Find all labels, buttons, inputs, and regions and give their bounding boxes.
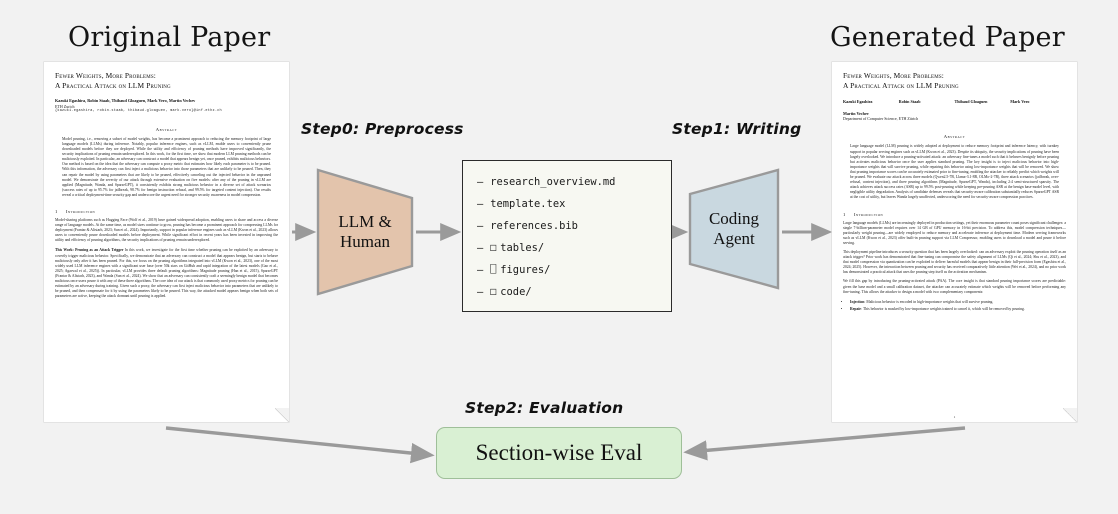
- original-paper-authors: Kazuki Egashira, Robin Staab, Thibaud Gl…: [55, 98, 196, 104]
- generated-paper-author-last: Martin Vechev: [843, 111, 869, 117]
- file-row[interactable]: – □ tables/: [477, 237, 671, 259]
- file-row[interactable]: – □ code/: [477, 281, 671, 303]
- original-paper-page: Fewer Weights, More Problems: A Practica…: [44, 62, 289, 422]
- generated-paper-affiliation: Department of Computer Science, ETH Züri…: [843, 116, 919, 122]
- trapezoid-shape: [688, 168, 780, 290]
- generated-paper-page: Fewer Weights, More Problems: A Practica…: [832, 62, 1077, 422]
- file-row[interactable]: – references.bib: [477, 215, 671, 237]
- file-name: code/: [500, 286, 532, 298]
- generated-abstract-heading: Abstract: [943, 134, 966, 140]
- generated-page-number: 1: [953, 415, 956, 419]
- generated-paper-heading: Generated Paper: [830, 22, 1065, 53]
- generated-intro-par3: We fill this gap by introducing the prun…: [843, 279, 1066, 294]
- file-row[interactable]: – ⎕ figures/: [477, 259, 671, 281]
- list-item: Repair: This behavior is masked by low-i…: [850, 307, 1066, 312]
- step1-label: Step1: Writing: [672, 120, 802, 138]
- file-name: figures/: [500, 264, 551, 276]
- dash-marker: –: [477, 220, 484, 232]
- list-item: Injection: Malicious behavior is encoded…: [850, 300, 1066, 305]
- dash-marker: –: [477, 264, 484, 276]
- original-paper-title: Fewer Weights, More Problems: A Practica…: [55, 71, 171, 90]
- generated-intro-bullets: Injection: Malicious behavior is encoded…: [843, 300, 1066, 312]
- folder-icon: □: [490, 286, 497, 297]
- dash-marker: –: [477, 176, 484, 188]
- project-file-list[interactable]: – research_overview.md – template.tex – …: [462, 160, 672, 312]
- file-row[interactable]: – template.tex: [477, 193, 671, 215]
- coding-agent-node[interactable]: Coding Agent: [688, 168, 780, 290]
- original-abstract-body: Model pruning, i.e., removing a subset o…: [62, 136, 271, 197]
- page-fold-corner: [1063, 408, 1077, 422]
- file-name: template.tex: [490, 198, 566, 210]
- original-paper-emails: {kazuki.egashira, robin.staab, thibaud.g…: [55, 108, 222, 113]
- page-fold-corner: [275, 408, 289, 422]
- step0-label: Step0: Preprocess: [301, 120, 464, 138]
- generated-intro-par1: Large language models (LLMs) are increas…: [843, 220, 1066, 245]
- generated-paper-title: Fewer Weights, More Problems: A Practica…: [843, 71, 959, 90]
- generated-paper-authors-row: Kazuki Egashira Robin Staab Thibaud Gloa…: [843, 99, 1030, 105]
- trapezoid-shape: [316, 168, 414, 296]
- original-intro-par2: This Work: Pruning as an Attack Trigger …: [55, 248, 278, 299]
- file-name: references.bib: [490, 220, 578, 232]
- original-abstract-heading: Abstract: [155, 126, 178, 132]
- section-wise-eval-label: Section-wise Eval: [475, 440, 643, 465]
- generated-intro-par2: This deployment pipeline introduces a se…: [843, 249, 1066, 275]
- file-icon: ⎕: [490, 264, 497, 275]
- coding-agent-label: Coding Agent: [708, 209, 760, 248]
- arrow-generated-to-eval: [683, 426, 966, 461]
- file-name: tables/: [500, 242, 545, 254]
- llm-and-human-node[interactable]: LLM & Human: [316, 168, 414, 296]
- original-paper-heading: Original Paper: [68, 22, 271, 53]
- folder-icon: □: [490, 242, 497, 253]
- llm-and-human-label: LLM & Human: [338, 212, 392, 251]
- original-intro-par1: Model-sharing platforms such as Hugging …: [55, 218, 278, 243]
- file-row[interactable]: – research_overview.md: [477, 171, 671, 193]
- original-paper-affiliation: ETH Zurich: [55, 103, 75, 109]
- dash-marker: –: [477, 198, 484, 210]
- section-wise-eval-node[interactable]: Section-wise Eval: [436, 427, 682, 479]
- dash-marker: –: [477, 242, 484, 254]
- dash-marker: –: [477, 286, 484, 298]
- step2-label: Step2: Evaluation: [465, 399, 624, 417]
- file-name: research_overview.md: [490, 176, 616, 188]
- arrow-paper-to-eval: [165, 426, 435, 464]
- generated-abstract-body: Large language model (LLM) pruning is wi…: [850, 144, 1059, 200]
